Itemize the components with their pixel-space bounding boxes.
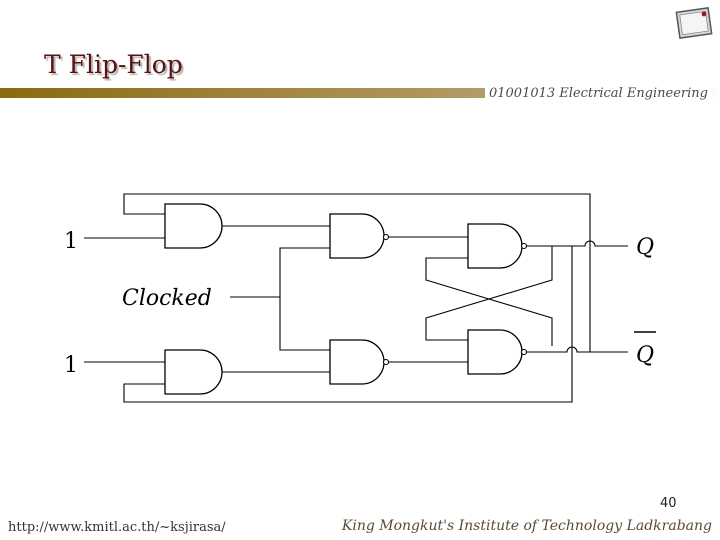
- qbar-output-wire: [527, 346, 628, 353]
- nand-top-bubble: [382, 233, 390, 241]
- feedback-wire-top: [123, 193, 591, 352]
- course-label: 01001013 Electrical Engineering: [484, 86, 712, 101]
- cross-coupling-b: [425, 246, 553, 341]
- footer-url: http://www.kmitl.ac.th/~ksjirasa/: [8, 520, 226, 535]
- ce-logo: [675, 7, 713, 39]
- latch-bottom-bubble: [520, 348, 528, 356]
- page-number: 40: [660, 496, 677, 511]
- input-label-bottom: 1: [64, 353, 78, 378]
- latch-nand-gate-bottom: [467, 329, 523, 375]
- slide-title: T Flip-Flop: [44, 50, 183, 79]
- output-q-label: Q: [636, 235, 654, 260]
- nand-gate-bottom: [329, 339, 385, 385]
- input-and-gate-top: [164, 203, 223, 249]
- clock-label: Clocked: [122, 286, 212, 311]
- input-label-top: 1: [64, 229, 78, 254]
- title-underline-bar: [0, 88, 720, 98]
- nand-bottom-bubble: [382, 358, 390, 366]
- nand-gate-top: [329, 213, 385, 259]
- input-and-gate-bottom: [164, 349, 223, 395]
- q-output-wire: [527, 240, 628, 247]
- latch-top-bubble: [520, 242, 528, 250]
- output-qbar-label: Q: [636, 343, 654, 368]
- latch-nand-gate-top: [467, 223, 523, 269]
- footer-institute: King Mongkut's Institute of Technology L…: [341, 518, 712, 534]
- clock-branch: [279, 247, 330, 351]
- feedback-wire-bottom: [123, 246, 573, 403]
- cross-coupling-a: [425, 257, 553, 346]
